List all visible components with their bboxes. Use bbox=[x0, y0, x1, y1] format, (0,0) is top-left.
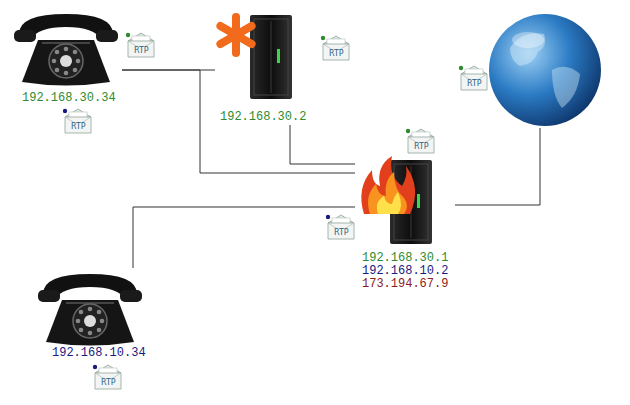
rtp-envelope: RTP bbox=[458, 65, 490, 91]
ip-address: 192.168.10.2 bbox=[362, 265, 448, 278]
network-link bbox=[455, 128, 540, 205]
network-link bbox=[290, 125, 355, 164]
globe-icon bbox=[489, 14, 601, 126]
protocol-label: RTP bbox=[333, 228, 350, 237]
device-node: 192.168.10.34 bbox=[36, 268, 150, 361]
ip-address: 173.194.67.9 bbox=[362, 278, 448, 291]
rtp-envelope: RTP bbox=[125, 32, 157, 58]
rtp-envelope: RTP bbox=[325, 214, 357, 240]
server-icon bbox=[250, 15, 292, 99]
protocol-label: RTP bbox=[328, 49, 345, 58]
protocol-label: RTP bbox=[100, 378, 117, 387]
phone-icon bbox=[14, 14, 118, 86]
network-link bbox=[133, 207, 355, 268]
rtp-envelope: RTP bbox=[320, 35, 352, 61]
device-node bbox=[489, 12, 601, 128]
phone-icon bbox=[38, 274, 142, 346]
device-node: 192.168.30.2 bbox=[215, 13, 315, 125]
ip-address: 192.168.30.1 bbox=[362, 252, 448, 265]
ip-address: 192.168.30.2 bbox=[220, 111, 306, 124]
asterisk-logo bbox=[220, 17, 251, 53]
protocol-label: RTP bbox=[413, 142, 430, 151]
ip-address: 192.168.30.34 bbox=[22, 92, 116, 105]
rtp-envelope: RTP bbox=[92, 364, 124, 390]
device-node: 192.168.30.34 bbox=[10, 8, 122, 106]
rtp-envelope: RTP bbox=[405, 128, 437, 154]
device-node: 192.168.30.1192.168.10.2173.194.67.9 bbox=[355, 158, 455, 292]
ip-address: 192.168.10.34 bbox=[52, 347, 146, 360]
rtp-envelope: RTP bbox=[62, 108, 94, 134]
network-link bbox=[122, 70, 355, 173]
firewall-flame bbox=[361, 156, 415, 214]
protocol-label: RTP bbox=[133, 46, 150, 55]
protocol-label: RTP bbox=[70, 122, 87, 131]
protocol-label: RTP bbox=[466, 79, 483, 88]
